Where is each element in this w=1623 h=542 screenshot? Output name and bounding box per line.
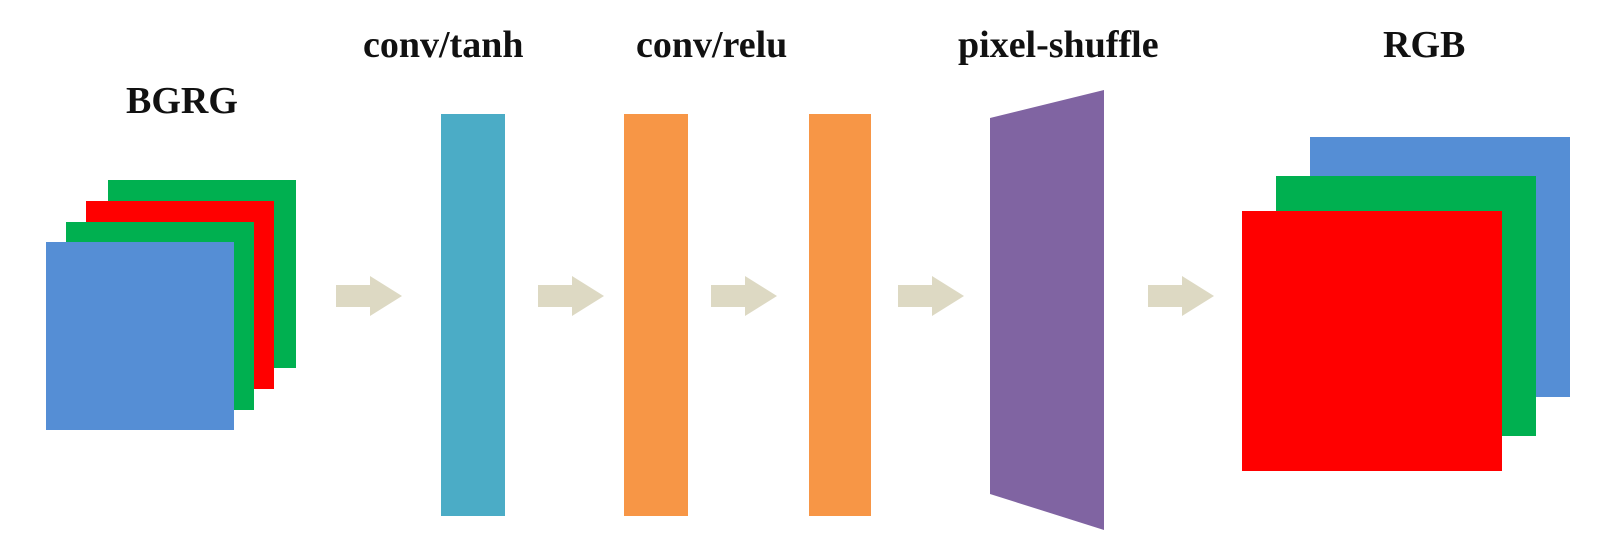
flow-arrow-3 xyxy=(711,276,777,316)
output-plane-red xyxy=(1242,211,1502,471)
flow-arrow-1 xyxy=(336,276,402,316)
conv-tanh-layer xyxy=(441,114,505,516)
layer-label-pixel-shuffle: pixel-shuffle xyxy=(958,24,1159,66)
flow-arrow-5 xyxy=(1148,276,1214,316)
pixel-shuffle-layer xyxy=(990,90,1104,530)
layer-label-conv-relu: conv/relu xyxy=(636,24,788,66)
input-plane-blue xyxy=(46,242,234,430)
flow-arrow-4 xyxy=(898,276,964,316)
conv-relu-layer-1 xyxy=(624,114,688,516)
layer-label-conv-tanh: conv/tanh xyxy=(363,24,524,66)
output-label-rgb: RGB xyxy=(1383,24,1466,66)
conv-relu-layer-2 xyxy=(809,114,871,516)
flow-arrow-2 xyxy=(538,276,604,316)
input-label-bgrg: BGRG xyxy=(126,80,238,122)
